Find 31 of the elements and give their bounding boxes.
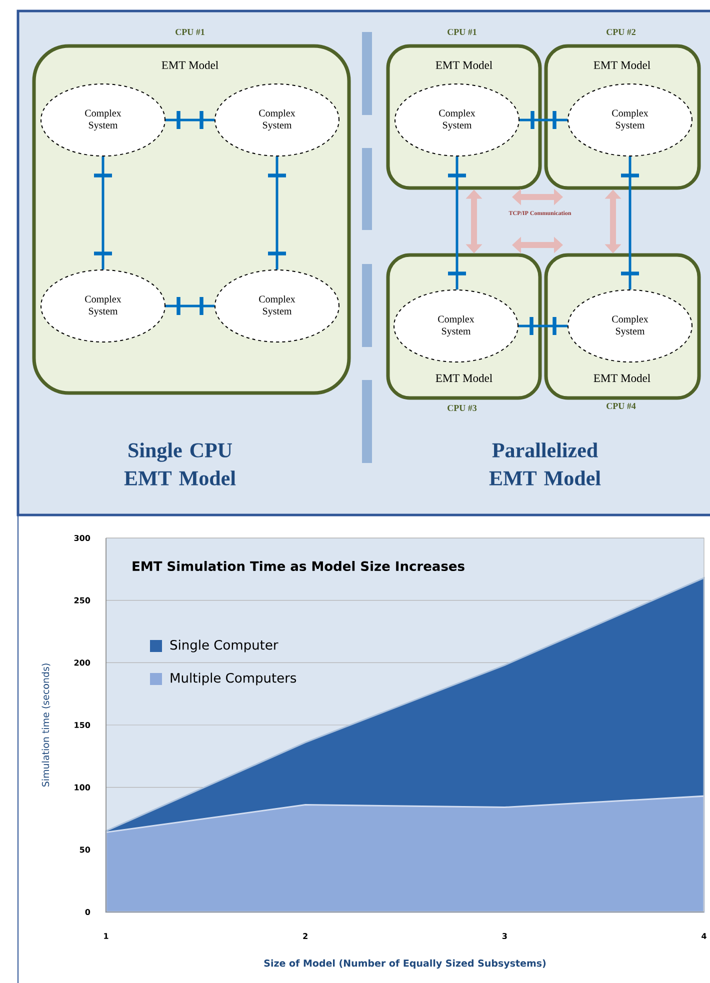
cpu-label: CPU #1: [176, 28, 204, 36]
tick-label: 50: [80, 846, 90, 853]
tick-label: 150: [74, 722, 90, 728]
link-line: [94, 156, 112, 270]
link-line: [268, 156, 286, 270]
tick-label: 300: [74, 534, 90, 542]
link-line: [166, 297, 214, 315]
tick-label: 4: [702, 933, 706, 939]
chart-title: EMT Simulation Time as Model Size Increases: [132, 560, 464, 572]
axis-title: Size of Model (Number of Equally Sized Subsystems): [264, 959, 546, 969]
tick-label: 250: [74, 597, 90, 604]
axis-title: Simulation time (seconds): [42, 664, 50, 787]
panel-title: Single CPU EMT Model: [124, 442, 236, 486]
link-line: [166, 111, 214, 129]
legend-label: Multiple Computers: [170, 672, 296, 686]
tick-label: 100: [74, 784, 90, 790]
cpu-label: CPU #4: [606, 402, 636, 410]
link-line: [621, 156, 639, 290]
tick-label: 2: [303, 933, 308, 939]
legend-label: Single Computer: [170, 640, 278, 652]
panel-title: Parallelized EMT Model: [489, 442, 601, 486]
cpu-label: CPU #3: [448, 404, 477, 412]
link-line: [520, 111, 568, 129]
tick-label: 3: [502, 932, 507, 940]
cpu-label: CPU #2: [606, 28, 636, 36]
tick-label: 0: [85, 908, 90, 916]
tick-label: 1: [104, 933, 108, 939]
cpu-label: CPU #1: [448, 28, 476, 36]
link-line: [518, 317, 568, 335]
link-line: [448, 156, 466, 290]
tick-label: 200: [74, 660, 90, 666]
